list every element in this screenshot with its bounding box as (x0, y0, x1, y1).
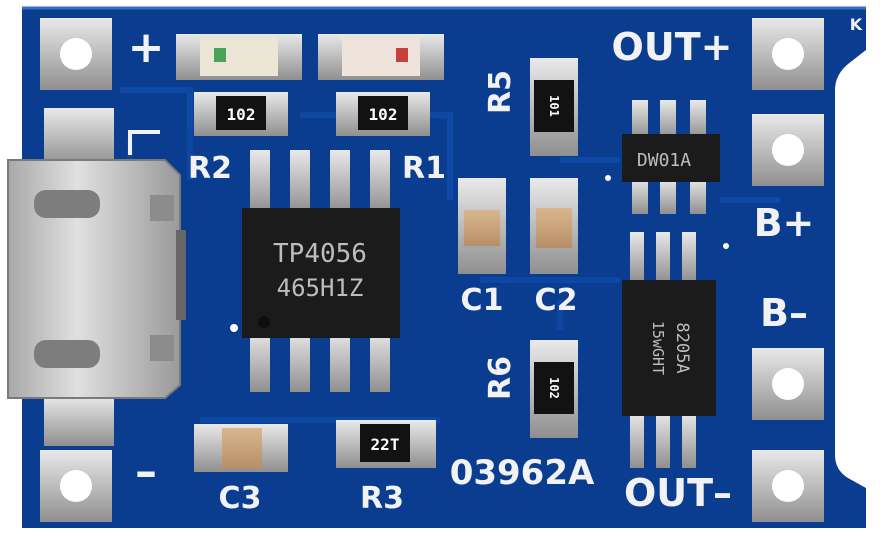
resistor-r5-code: 101 (547, 95, 561, 117)
silk-plus: + (128, 22, 165, 73)
resistor-r2: 102 (194, 92, 288, 136)
resistor-r2-code: 102 (227, 105, 256, 124)
resistor-r5: 101 (530, 58, 578, 156)
silk-board-code: 03962A (450, 453, 595, 493)
capacitor-c2 (530, 178, 578, 274)
resistor-r1: 102 (336, 92, 430, 136)
silk-c3: C3 (219, 481, 262, 516)
resistor-r6: 102 (530, 340, 578, 438)
micro-usb-connector (7, 108, 186, 446)
silk-c1: C1 (461, 283, 504, 318)
pad-minus-in (40, 450, 112, 522)
dw01a-label: DW01A (637, 150, 691, 171)
resistor-r3-code: 22T (371, 435, 400, 454)
pad-out-minus (752, 450, 824, 522)
tp4056-chip: TP4056 465H1Z (242, 150, 400, 392)
silk-minus: – (135, 446, 157, 497)
pad-out-plus (752, 18, 824, 90)
tp4056-label-line1: TP4056 (273, 239, 367, 269)
capacitor-c3 (194, 424, 288, 472)
silk-r3: R3 (360, 481, 404, 516)
silk-out-plus: OUT+ (612, 25, 733, 69)
mosfet-label-line1: 8205A (672, 322, 692, 373)
silk-c2: C2 (535, 283, 578, 318)
silk-b-plus: B+ (754, 201, 815, 245)
led-green (176, 34, 302, 80)
resistor-r1-code: 102 (369, 105, 398, 124)
silk-r6: R6 (483, 356, 518, 400)
silk-r1: R1 (402, 151, 446, 186)
silk-r5: R5 (483, 70, 518, 114)
dw01a-chip: DW01A (622, 100, 720, 214)
pad-b-minus (752, 348, 824, 420)
resistor-r3: 22T (336, 420, 436, 468)
silk-r2: R2 (188, 151, 232, 186)
silk-b-minus: B– (760, 291, 808, 335)
mosfet-8205a-chip: 8205A 15wGHT (622, 232, 716, 468)
capacitor-c1 (458, 178, 506, 274)
silk-corner-mark: K (850, 15, 863, 34)
vias (230, 175, 729, 332)
resistor-r6-code: 102 (547, 377, 561, 399)
usb-outline-silk (128, 130, 160, 155)
pad-plus-in (40, 18, 112, 90)
pad-b-plus (752, 114, 824, 186)
tp4056-label-line2: 465H1Z (277, 274, 364, 302)
led-red (318, 34, 444, 80)
mosfet-label-line2: 15wGHT (649, 321, 667, 375)
silk-out-minus: OUT– (624, 471, 732, 515)
